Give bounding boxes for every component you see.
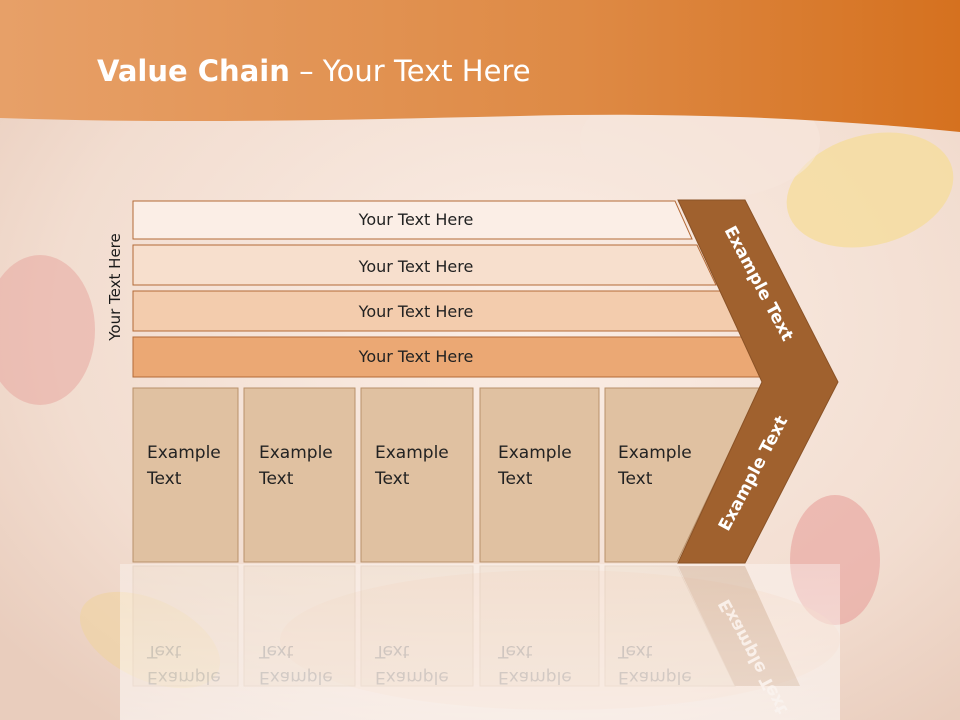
box-1-shape (243, 387, 356, 563)
box-3-line1: Example (498, 443, 572, 463)
page-title: Value Chain – Your Text Here (97, 54, 531, 88)
row-2-label: Your Text Here (358, 302, 474, 321)
row-0-shape (132, 200, 693, 240)
box-4-line2: Text (617, 469, 653, 489)
row-1-shape (132, 244, 717, 286)
reflection-fade (120, 564, 840, 720)
box-0-line1: Example (147, 443, 221, 463)
box-2-line1: Example (375, 443, 449, 463)
row-1-label: Your Text Here (358, 257, 474, 276)
box-2: Example Text (360, 387, 474, 563)
box-4: Example Text (604, 387, 761, 563)
box-3-shape (479, 387, 600, 563)
row-0: Your Text Here (132, 200, 693, 240)
box-3-line2: Text (497, 469, 533, 489)
row-3: Your Text Here (132, 336, 764, 378)
box-1-line1: Example (259, 443, 333, 463)
box-1: Example Text (243, 387, 356, 563)
box-0-shape (132, 387, 239, 563)
box-2-line2: Text (374, 469, 410, 489)
box-2-shape (360, 387, 474, 563)
row-3-label: Your Text Here (358, 347, 474, 366)
box-1-line2: Text (258, 469, 294, 489)
box-0-line2: Text (146, 469, 182, 489)
title-rest: – Your Text Here (289, 54, 531, 88)
box-0: Example Text (132, 387, 239, 563)
chevron-shape (677, 199, 839, 564)
box-3: Example Text (479, 387, 600, 563)
box-4-line1: Example (618, 443, 692, 463)
row-1: Your Text Here (132, 244, 717, 286)
title-bold: Value Chain (97, 54, 290, 88)
row-0-label: Your Text Here (358, 210, 474, 229)
box-4-shape (604, 387, 761, 563)
row-2: Your Text Here (132, 290, 740, 332)
